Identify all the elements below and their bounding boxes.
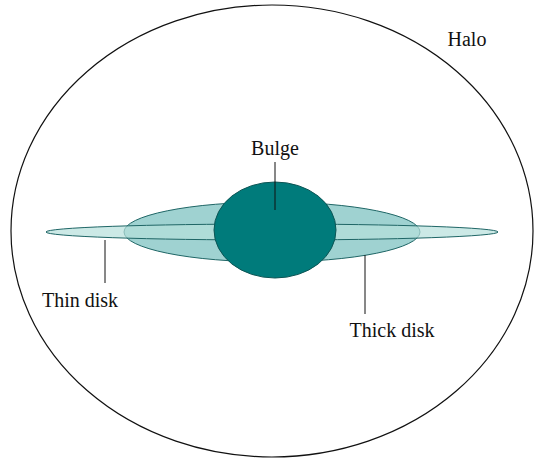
part-label: Thin disk: [42, 288, 118, 312]
leader-line: [275, 162, 276, 210]
halo-outline: [11, 5, 533, 457]
part-label: Thick disk: [350, 318, 435, 342]
leader-line: [105, 240, 106, 283]
leader-line: [365, 255, 366, 314]
part-label: Bulge: [251, 136, 299, 160]
part-label: Halo: [448, 27, 487, 51]
